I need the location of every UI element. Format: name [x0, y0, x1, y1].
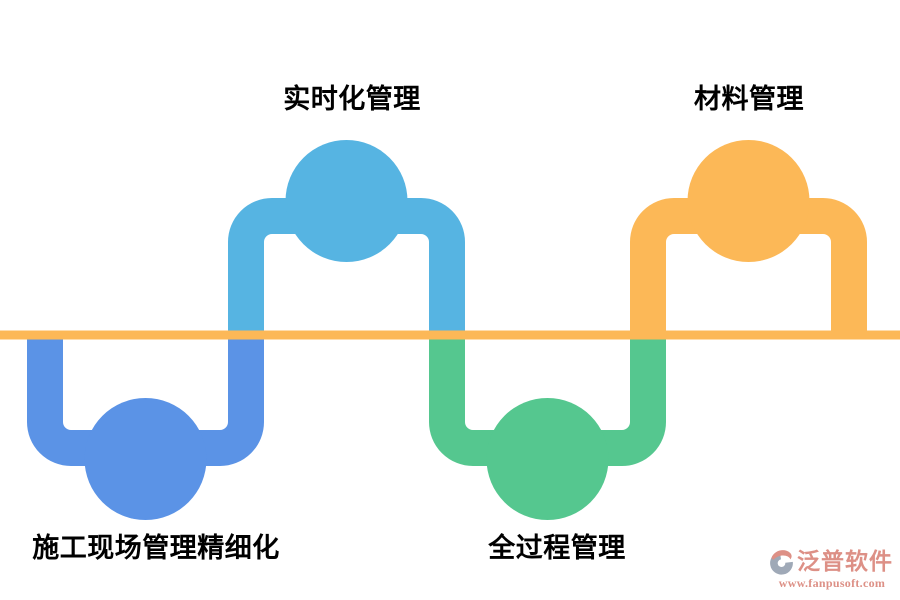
node-circle-material — [687, 140, 810, 262]
node-circle-whole-process — [486, 398, 609, 520]
logo-swoosh — [771, 550, 792, 560]
logo-ring — [770, 551, 793, 575]
brand-url: www.fanpusoft.com — [778, 576, 886, 590]
node-circle-realtime — [285, 140, 408, 262]
node-label-whole-process: 全过程管理 — [488, 533, 626, 563]
baseline — [0, 330, 900, 340]
node-label-material: 材料管理 — [694, 84, 804, 114]
node-circle-construction-site — [84, 398, 207, 520]
brand-name: 泛普软件 — [797, 547, 893, 574]
node-label-realtime: 实时化管理 — [283, 84, 421, 114]
fanpu-logo-icon — [770, 550, 793, 575]
brand-logo: 泛普软件 www.fanpusoft.com — [768, 548, 896, 591]
node-label-construction-site: 施工现场管理精细化 — [32, 533, 280, 563]
brand-logo-row: 泛普软件 — [768, 548, 896, 575]
